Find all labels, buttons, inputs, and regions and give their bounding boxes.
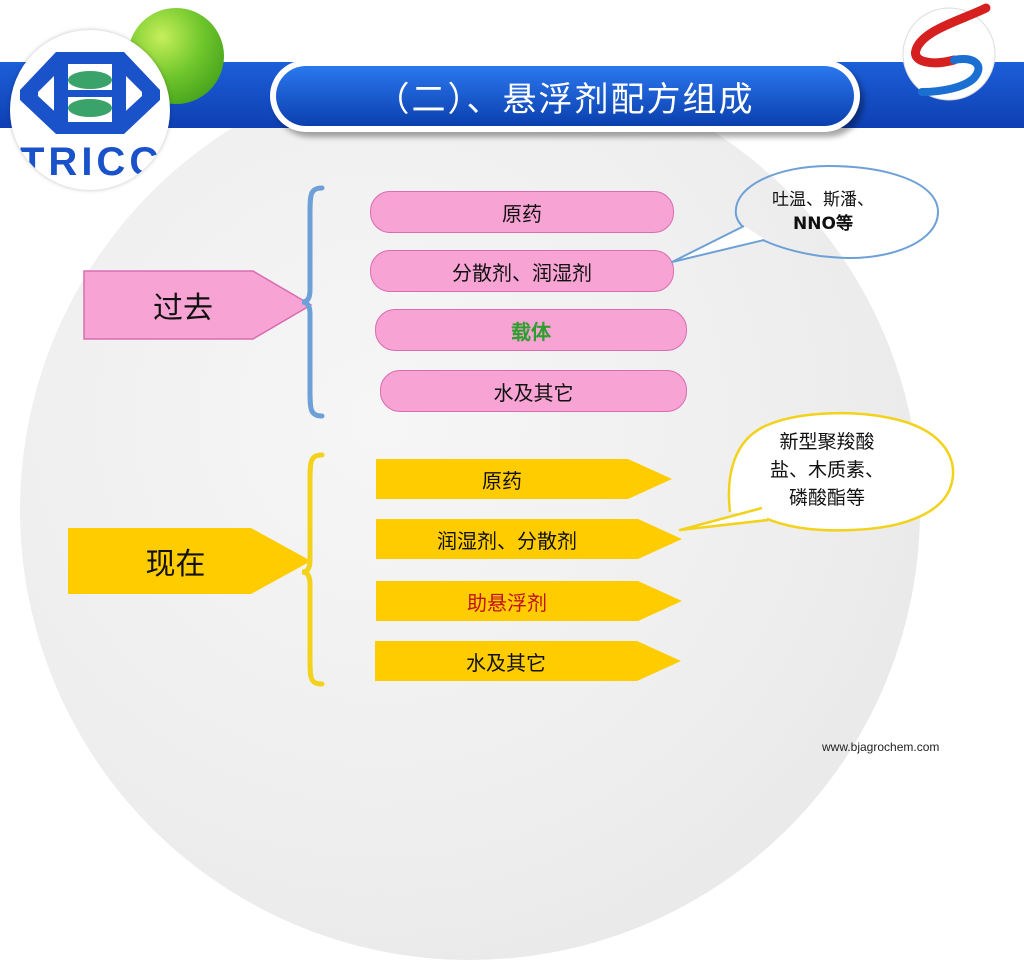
now-item-label: 水及其它 xyxy=(466,650,546,675)
title-banner-inner: （二）、悬浮剂配方组成 xyxy=(276,66,854,126)
past-label: 过去 xyxy=(153,291,213,326)
now-callout-text: 新型聚羧酸 盐、木质素、 磷酸酯等 xyxy=(752,428,902,512)
past-item-api: 原药 xyxy=(370,191,674,233)
tricc-emblem-icon xyxy=(20,52,160,134)
now-item-water: 水及其它 xyxy=(375,641,681,681)
past-item-dispersant: 分散剂、润湿剂 xyxy=(370,250,674,292)
past-callout-bubble xyxy=(671,164,940,263)
past-item-water: 水及其它 xyxy=(380,370,687,412)
company-logo-right xyxy=(902,0,996,104)
now-item-label: 助悬浮剂 xyxy=(467,590,547,615)
past-callout-line: NNO等 xyxy=(793,214,853,234)
past-callout-line: 吐温、斯潘、 xyxy=(772,190,874,210)
past-item-carrier: 载体 xyxy=(375,309,687,351)
past-arrow-shape xyxy=(83,270,313,340)
now-item-label: 原药 xyxy=(482,468,522,493)
page-title: （二）、悬浮剂配方组成 xyxy=(375,79,755,120)
past-bracket xyxy=(301,185,325,419)
now-callout-line: 新型聚羧酸 xyxy=(779,431,875,453)
footer-url[interactable]: www.bjagrochem.com xyxy=(822,740,940,754)
now-item-api: 原药 xyxy=(376,459,672,499)
past-item-label: 载体 xyxy=(511,319,551,344)
tricc-logo: TRICC xyxy=(10,30,170,190)
now-callout-line: 盐、木质素、 xyxy=(769,459,884,481)
now-item-label: 润湿剂、分散剂 xyxy=(437,528,577,553)
now-item-suspending: 助悬浮剂 xyxy=(376,581,682,621)
past-item-label: 分散剂、润湿剂 xyxy=(452,260,592,285)
now-label: 现在 xyxy=(145,547,206,582)
past-callout-text: 吐温、斯潘、 NNO等 xyxy=(748,188,898,236)
now-item-wetting: 润湿剂、分散剂 xyxy=(376,519,682,559)
now-arrow-shape xyxy=(68,528,311,594)
title-banner: （二）、悬浮剂配方组成 xyxy=(270,60,860,132)
now-callout-bubble xyxy=(678,411,955,532)
now-callout-line: 磷酸酯等 xyxy=(788,487,865,509)
past-item-label: 水及其它 xyxy=(493,380,574,405)
now-bracket xyxy=(301,452,325,687)
past-item-label: 原药 xyxy=(502,201,542,226)
tricc-logo-text: TRICC xyxy=(20,140,163,184)
